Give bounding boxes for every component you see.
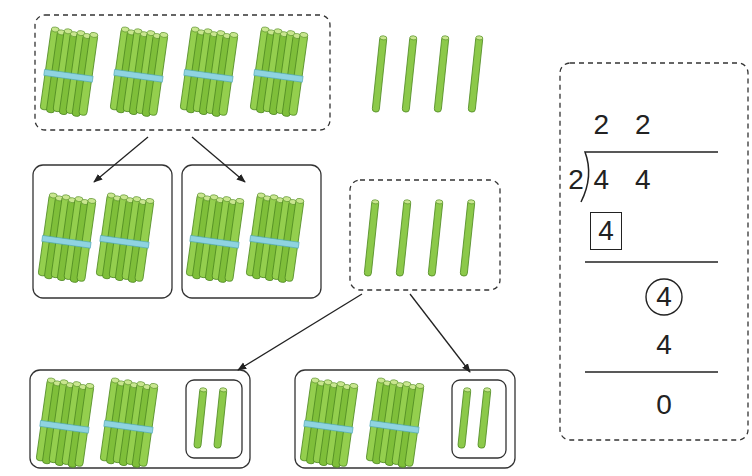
single-stick [460, 200, 475, 277]
single-stick [372, 36, 387, 113]
group-box [295, 370, 515, 468]
single-stick [402, 36, 417, 113]
stick-bundle [109, 26, 169, 117]
stick-bundle [185, 192, 245, 283]
arrow [192, 137, 245, 182]
division-line [585, 261, 718, 263]
stick-bundle [299, 377, 359, 468]
single-stick [428, 200, 443, 277]
division-line [585, 371, 718, 373]
arrow [94, 137, 148, 182]
division-bracket [581, 152, 718, 202]
stick-bundle [39, 26, 99, 117]
single-stick [458, 388, 471, 449]
digit: 4 [598, 217, 614, 245]
group-box [452, 380, 506, 458]
quotient: 2 2 [594, 111, 651, 139]
stick-bundle [365, 377, 425, 468]
single-stick [478, 388, 491, 449]
division-panel-border [560, 63, 748, 440]
stick-bundle [179, 26, 239, 117]
boxed-digit: 4 [590, 212, 622, 250]
group-box [350, 180, 500, 290]
group-box [33, 165, 172, 298]
single-stick [396, 200, 411, 277]
stick-bundle [245, 192, 305, 283]
group-box [186, 380, 242, 458]
stick-bundle [37, 192, 97, 283]
arrow [410, 294, 470, 372]
division-panel: 4 4 2 2 2 4 4 4 0 [560, 63, 748, 440]
single-stick [364, 200, 379, 277]
divisor: 2 [568, 166, 584, 194]
single-stick [468, 36, 483, 113]
group-box [30, 370, 250, 468]
circled-digit: 4 [645, 278, 683, 316]
group-box [35, 15, 330, 130]
arrow [238, 294, 362, 370]
remainder: 0 [656, 391, 672, 419]
single-stick [214, 388, 227, 449]
stick-bundle [35, 377, 95, 468]
product: 4 [656, 331, 672, 359]
group-box [182, 165, 321, 298]
dividend: 4 4 [594, 166, 651, 194]
stick-bundle [249, 26, 309, 117]
digit: 4 [656, 283, 672, 311]
stick-bundle [99, 377, 159, 468]
single-stick [194, 388, 207, 449]
single-stick [434, 36, 449, 113]
stick-bundle [95, 192, 155, 283]
